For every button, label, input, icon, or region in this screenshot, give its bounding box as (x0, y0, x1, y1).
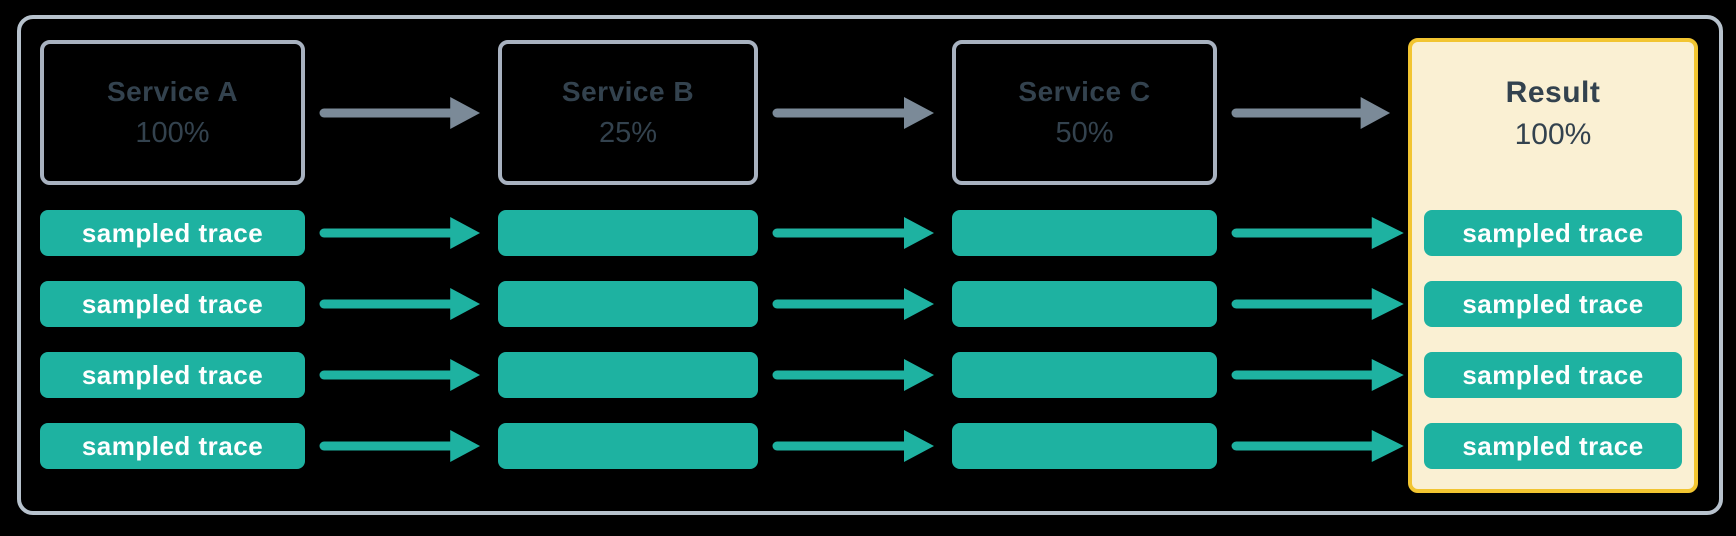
trace-bar (952, 281, 1217, 327)
trace-arrow (1217, 210, 1408, 256)
trace-bar (498, 423, 758, 469)
trace-arrow (305, 352, 498, 398)
service-b-rate: 25% (598, 116, 658, 149)
service-a-rate: 100% (135, 116, 210, 149)
arrow-right-icon (319, 359, 481, 391)
arrow-right-icon (1231, 359, 1404, 391)
trace-arrow (758, 281, 952, 327)
sampled-trace-bar: sampled trace (40, 352, 305, 398)
service-c-name: Service C (1018, 75, 1151, 107)
trace-arrow (305, 423, 498, 469)
trace-arrow (305, 281, 498, 327)
service-a-box: Service A 100% (40, 40, 305, 185)
flow-arrow-b-to-c (758, 40, 952, 185)
arrow-right-icon (1231, 288, 1404, 320)
service-b-name: Service B (561, 75, 695, 107)
service-c-rate: 50% (1055, 116, 1114, 149)
trace-bar (498, 281, 758, 327)
service-a-name: Service A (106, 75, 239, 107)
arrow-right-icon (319, 217, 481, 249)
arrow-right-icon (1231, 217, 1404, 249)
diagram-frame: Service A 100% sampled trace sampled tra… (17, 15, 1723, 515)
trace-arrow (758, 210, 952, 256)
trace-arrow (305, 210, 498, 256)
flow-arrow-c-to-result (1217, 40, 1408, 185)
flow-arrow-a-to-b (305, 40, 498, 185)
service-b-box: Service B 25% (498, 40, 758, 185)
sampled-trace-bar: sampled trace (1424, 352, 1682, 398)
arrow-right-icon (319, 288, 481, 320)
trace-bar (498, 210, 758, 256)
sampled-trace-bar: sampled trace (1424, 423, 1682, 469)
service-c-box: Service C 50% (952, 40, 1217, 185)
trace-bar (952, 210, 1217, 256)
arrow-right-icon (319, 430, 481, 462)
sampled-trace-bar: sampled trace (40, 210, 305, 256)
arrow-right-icon (772, 288, 934, 320)
sampled-trace-bar: sampled trace (40, 423, 305, 469)
arrow-right-icon (319, 96, 481, 129)
arrow-right-icon (1231, 96, 1391, 129)
result-header: Result 100% (1424, 42, 1682, 185)
trace-arrow (1217, 352, 1408, 398)
arrow-right-icon (772, 430, 934, 462)
sampled-trace-bar: sampled trace (1424, 210, 1682, 256)
arrow-right-icon (772, 217, 934, 249)
trace-arrow (1217, 423, 1408, 469)
sampled-trace-bar: sampled trace (1424, 281, 1682, 327)
arrow-right-icon (1231, 430, 1404, 462)
arrow-right-icon (772, 96, 934, 129)
trace-bar (498, 352, 758, 398)
trace-arrow (758, 423, 952, 469)
trace-arrow (1217, 281, 1408, 327)
arrow-right-icon (772, 359, 934, 391)
result-title: Result (1505, 75, 1601, 109)
trace-arrow (758, 352, 952, 398)
trace-bar (952, 352, 1217, 398)
trace-bar (952, 423, 1217, 469)
result-rate: 100% (1514, 117, 1592, 151)
result-box: Result 100% sampled trace sampled trace … (1408, 38, 1698, 493)
sampled-trace-bar: sampled trace (40, 281, 305, 327)
